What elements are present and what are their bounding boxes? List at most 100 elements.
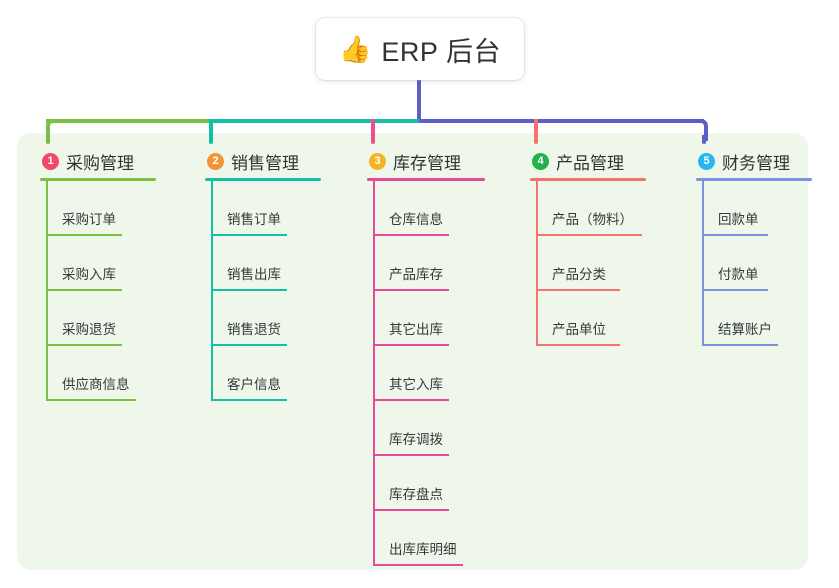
list-item[interactable]: 付款单 xyxy=(696,236,812,291)
list-item-label: 结算账户 xyxy=(718,322,772,337)
connector-stub-5 xyxy=(702,135,706,144)
list-item-label: 产品（物料） xyxy=(552,212,633,227)
list-item[interactable]: 供应商信息 xyxy=(40,346,156,401)
list-item-rule xyxy=(211,289,287,291)
branch-column-5: 5 财务管理回款单付款单结算账户 xyxy=(696,148,812,346)
list-item[interactable]: 产品分类 xyxy=(530,236,646,291)
list-item[interactable]: 出库库明细 xyxy=(367,511,485,566)
list-item[interactable]: 产品单位 xyxy=(530,291,646,346)
connector-corner-left xyxy=(46,119,66,141)
list-item[interactable]: 其它出库 xyxy=(367,291,485,346)
list-item-label: 仓库信息 xyxy=(389,212,443,227)
branch-spine-3 xyxy=(373,181,375,566)
list-item-label: 产品分类 xyxy=(552,267,606,282)
list-item-rule xyxy=(211,399,287,401)
branch-header-5[interactable]: 5 财务管理 xyxy=(696,148,812,174)
list-item[interactable]: 仓库信息 xyxy=(367,181,485,236)
list-item[interactable]: 采购退货 xyxy=(40,291,156,346)
list-item-rule xyxy=(373,454,449,456)
connector-stub-2 xyxy=(209,119,213,144)
list-item-label: 采购订单 xyxy=(62,212,116,227)
list-item-label: 其它出库 xyxy=(389,322,443,337)
list-item[interactable]: 客户信息 xyxy=(205,346,321,401)
branch-spine-5 xyxy=(702,181,704,346)
connector-segment-green xyxy=(46,119,211,123)
branch-header-rule-4 xyxy=(530,178,646,181)
branch-item-list-2: 销售订单销售出库销售退货客户信息 xyxy=(205,181,321,401)
root-node-card[interactable]: 👍 ERP 后台 xyxy=(316,18,524,80)
list-item[interactable]: 回款单 xyxy=(696,181,812,236)
list-item[interactable]: 销售退货 xyxy=(205,291,321,346)
branch-header-rule-2 xyxy=(205,178,321,181)
list-item[interactable]: 采购订单 xyxy=(40,181,156,236)
list-item-label: 产品单位 xyxy=(552,322,606,337)
list-item-label: 采购入库 xyxy=(62,267,116,282)
list-item-label: 销售退货 xyxy=(227,322,281,337)
root-node-title: ERP 后台 xyxy=(381,36,501,67)
list-item-rule xyxy=(536,344,620,346)
branch-title-4: 产品管理 xyxy=(556,153,624,173)
list-item[interactable]: 库存调拨 xyxy=(367,401,485,456)
list-item-rule xyxy=(46,399,136,401)
list-item[interactable]: 销售出库 xyxy=(205,236,321,291)
connector-corner-right xyxy=(688,119,708,141)
list-item-label: 产品库存 xyxy=(389,267,443,282)
badge-number-4: 4 xyxy=(532,152,549,170)
list-item-label: 付款单 xyxy=(718,267,759,282)
list-item-rule xyxy=(373,234,449,236)
list-item-rule xyxy=(373,289,449,291)
connector-stub-4 xyxy=(534,119,538,144)
list-item[interactable]: 结算账户 xyxy=(696,291,812,346)
thumbs-up-icon: 👍 xyxy=(339,34,372,64)
list-item-label: 供应商信息 xyxy=(62,377,130,392)
branch-title-5: 财务管理 xyxy=(722,153,790,173)
branch-item-list-4: 产品（物料） 产品分类产品单位 xyxy=(530,181,646,346)
connector-segment-teal xyxy=(211,119,419,123)
badge-number-1: 1 xyxy=(42,152,59,170)
branch-item-list-3: 仓库信息产品库存其它出库其它入库库存调拨库存盘点出库库明细 xyxy=(367,181,485,566)
trunk-line xyxy=(417,78,421,123)
branch-title-1: 采购管理 xyxy=(66,153,134,173)
list-item-rule xyxy=(702,289,768,291)
branch-item-list-5: 回款单付款单结算账户 xyxy=(696,181,812,346)
list-item-label: 销售订单 xyxy=(227,212,281,227)
list-item-rule xyxy=(211,234,287,236)
connector-stub-1 xyxy=(46,135,50,144)
list-item-label: 出库库明细 xyxy=(389,542,457,557)
list-item-label: 库存盘点 xyxy=(389,487,443,502)
list-item[interactable]: 采购入库 xyxy=(40,236,156,291)
branch-column-1: 1 采购管理采购订单采购入库采购退货供应商信息 xyxy=(40,148,156,401)
list-item-rule xyxy=(46,289,122,291)
branch-column-4: 4 产品管理产品（物料） 产品分类产品单位 xyxy=(530,148,646,346)
list-item-label: 其它入库 xyxy=(389,377,443,392)
list-item-rule xyxy=(46,234,122,236)
list-item-rule xyxy=(211,344,287,346)
branch-header-1[interactable]: 1 采购管理 xyxy=(40,148,156,174)
list-item-rule xyxy=(702,234,768,236)
connector-stub-3 xyxy=(371,119,375,144)
branch-header-rule-3 xyxy=(367,178,485,181)
diagram-panel xyxy=(17,133,808,570)
list-item[interactable]: 产品库存 xyxy=(367,236,485,291)
list-item[interactable]: 产品（物料） xyxy=(530,181,646,236)
list-item-rule xyxy=(46,344,122,346)
list-item-rule xyxy=(702,344,778,346)
badge-number-5: 5 xyxy=(698,152,715,170)
list-item-label: 库存调拨 xyxy=(389,432,443,447)
list-item-label: 采购退货 xyxy=(62,322,116,337)
branch-header-rule-1 xyxy=(40,178,156,181)
list-item[interactable]: 库存盘点 xyxy=(367,456,485,511)
list-item-rule xyxy=(373,344,449,346)
branch-title-3: 库存管理 xyxy=(393,153,461,173)
branch-spine-4 xyxy=(536,181,538,346)
branch-header-4[interactable]: 4 产品管理 xyxy=(530,148,646,174)
list-item[interactable]: 其它入库 xyxy=(367,346,485,401)
list-item[interactable]: 销售订单 xyxy=(205,181,321,236)
branch-item-list-1: 采购订单采购入库采购退货供应商信息 xyxy=(40,181,156,401)
branch-header-rule-5 xyxy=(696,178,812,181)
